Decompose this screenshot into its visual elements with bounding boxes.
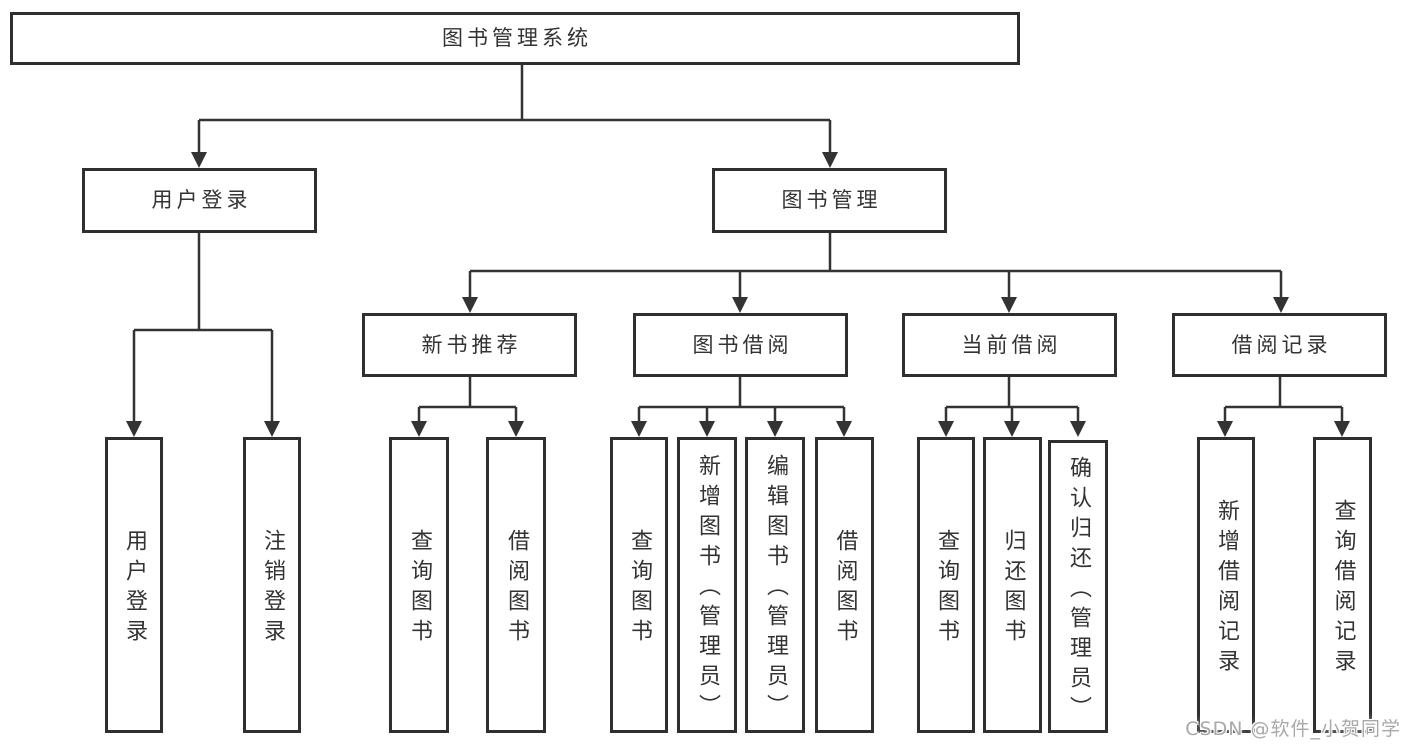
node-leaf-add-borrow-record: 新增借阅记录 (1197, 437, 1255, 733)
node-leaf-query-book-2: 查询图书 (610, 437, 668, 733)
node-leaf-confirm-return: 确认归还（管理员） (1048, 440, 1108, 733)
node-book-borrow: 图书借阅 (633, 313, 848, 377)
node-leaf-return-book: 归还图书 (983, 437, 1042, 733)
node-leaf-query-book-3: 查询图书 (917, 437, 975, 733)
node-root: 图书管理系统 (10, 12, 1020, 65)
node-new-book-rec: 新书推荐 (362, 313, 577, 377)
node-borrow-record: 借阅记录 (1172, 313, 1387, 377)
connector-user-login (132, 233, 274, 423)
connector-current-borrow (944, 377, 1080, 423)
node-user-login: 用户登录 (82, 168, 317, 233)
node-leaf-borrow-book-2: 借阅图书 (815, 437, 874, 733)
node-leaf-query-borrow-record: 查询借阅记录 (1313, 437, 1372, 733)
connector-book-mgmt (468, 233, 1283, 299)
node-leaf-query-book-1: 查询图书 (389, 437, 449, 733)
watermark: CSDN @软件_小贺同学 (1185, 718, 1401, 740)
node-leaf-edit-book: 编辑图书（管理员） (745, 437, 805, 733)
connector-root (197, 65, 832, 154)
node-leaf-logout: 注销登录 (243, 437, 301, 733)
node-current-borrow: 当前借阅 (902, 313, 1117, 377)
node-leaf-borrow-book-1: 借阅图书 (486, 437, 546, 733)
connector-borrow-record (1223, 377, 1344, 423)
node-book-mgmt: 图书管理 (712, 168, 947, 233)
node-leaf-user-login: 用户登录 (105, 437, 163, 733)
connector-book-borrow (637, 377, 846, 423)
connector-new-book-rec (417, 377, 518, 423)
node-leaf-add-book: 新增图书（管理员） (677, 437, 737, 733)
